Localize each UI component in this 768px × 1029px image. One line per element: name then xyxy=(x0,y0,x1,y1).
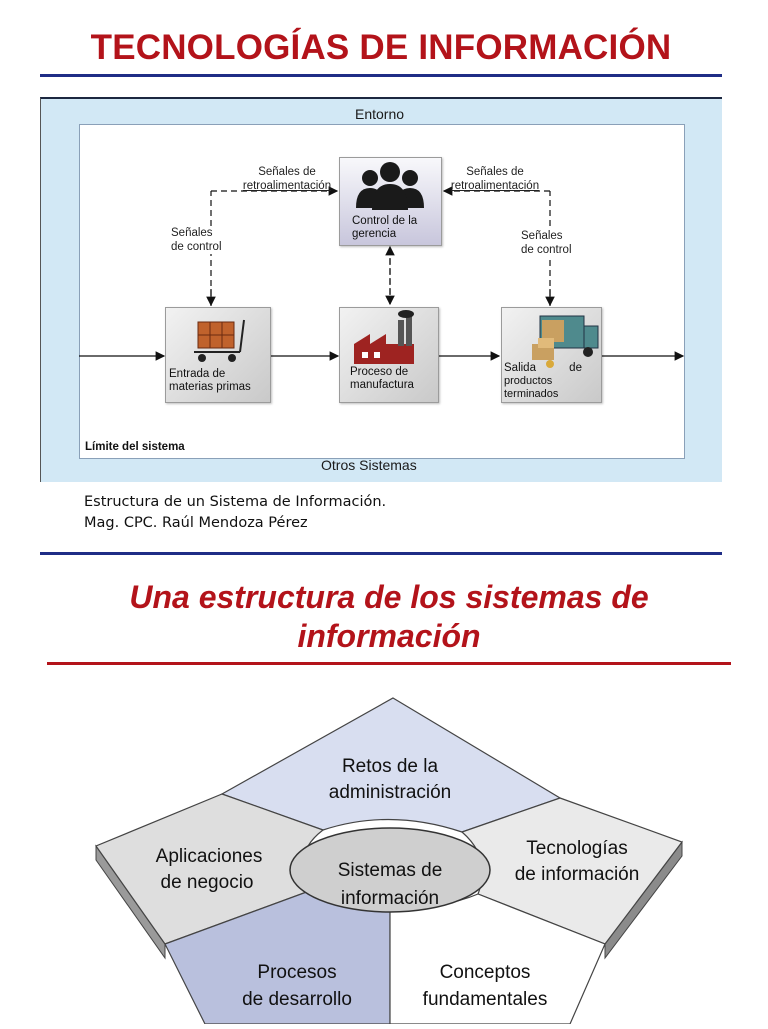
management-node: Control de la gerencia xyxy=(339,157,442,246)
left-region-line-2: de negocio xyxy=(161,872,254,893)
management-label-1: Control de la xyxy=(352,215,418,227)
center-line-1: Sistemas de xyxy=(338,860,443,881)
section-divider xyxy=(47,662,731,665)
output-label-salida: Salida xyxy=(504,362,536,374)
slide-title: TECNOLOGÍAS DE INFORMACIÓN xyxy=(90,28,672,67)
bottom-right-line-1: Conceptos xyxy=(440,962,531,983)
control-right-2: de control xyxy=(521,244,572,256)
right-region-line-1: Tecnologías xyxy=(526,838,627,859)
output-node: Salida de productos terminados xyxy=(501,307,602,403)
control-left-1: Señales xyxy=(171,227,213,239)
bottom-right-line-2: fundamentales xyxy=(423,989,548,1010)
environment-label: Entorno xyxy=(355,106,405,122)
right-region-line-2: de información xyxy=(515,864,640,885)
section-title: Una estructura de los sistemas de inform… xyxy=(47,578,731,656)
left-region-line-1: Aplicaciones xyxy=(156,846,263,867)
system-boundary-label: Límite del sistema xyxy=(85,441,185,453)
process-label-1: Proceso de xyxy=(350,366,409,378)
flow-arrows xyxy=(79,186,685,361)
center-line-2: información xyxy=(341,888,439,909)
caption-line-1: Estructura de un Sistema de Información. xyxy=(84,494,387,510)
input-node: Entrada de materias primas xyxy=(165,307,271,403)
truck-icon xyxy=(532,315,599,368)
caption-line-2: Mag. CPC. Raúl Mendoza Pérez xyxy=(84,515,308,531)
output-label-de: de xyxy=(569,362,582,374)
input-label-2: materias primas xyxy=(169,381,251,393)
control-right-1: Señales xyxy=(521,230,563,242)
top-region-line-2: administración xyxy=(329,782,452,803)
bottom-left-line-1: Procesos xyxy=(257,962,336,983)
slide-divider xyxy=(40,552,722,555)
framework-svg: Retos de la administración Aplicaciones … xyxy=(95,697,683,1025)
section-title-line-2: información xyxy=(297,618,481,654)
process-node: Proceso de manufactura xyxy=(339,307,439,403)
section-title-line-1: Una estructura de los sistemas de xyxy=(129,579,649,615)
people-icon xyxy=(356,162,424,210)
output-label-3: terminados xyxy=(504,388,559,400)
feedback-right-1: Señales de xyxy=(466,166,524,178)
process-label-2: manufactura xyxy=(350,379,414,391)
control-left-2: de control xyxy=(171,241,222,253)
bottom-left-line-2: de desarrollo xyxy=(242,989,352,1010)
input-label-1: Entrada de xyxy=(169,368,226,380)
system-structure-figure: Entorno Otros Sistemas xyxy=(40,97,722,482)
output-label-2: productos xyxy=(504,375,553,387)
feedback-left-1: Señales de xyxy=(258,166,316,178)
other-systems-label: Otros Sistemas xyxy=(321,457,417,473)
factory-icon xyxy=(354,310,414,364)
top-region-line-1: Retos de la xyxy=(342,756,439,777)
management-label-2: gerencia xyxy=(352,228,397,240)
is-framework-diagram: Retos de la administración Aplicaciones … xyxy=(0,690,768,1025)
title-divider xyxy=(40,74,722,77)
feedback-right-2: retroalimentación xyxy=(450,180,540,192)
cart-icon xyxy=(194,319,245,362)
feedback-left-2: retroalimentación xyxy=(242,180,332,192)
figure-caption: Estructura de un Sistema de Información.… xyxy=(84,492,386,534)
